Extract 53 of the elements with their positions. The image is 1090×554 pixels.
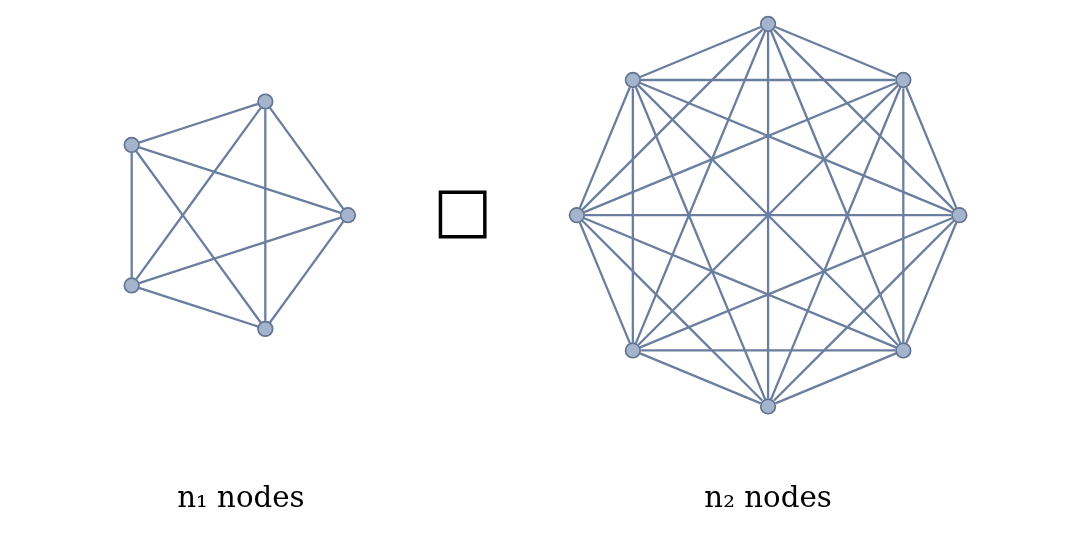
label: □ [432,172,492,246]
connector [581,29,763,211]
connector [640,349,895,352]
node-circle [339,207,356,224]
connector [772,219,955,402]
connector [582,81,897,214]
label: n₂ nodes [703,480,832,515]
node-circle [568,207,585,224]
connector [640,78,895,82]
node-circle [759,398,776,415]
node-circle [894,71,911,89]
node-circle [950,207,967,224]
connector [904,222,957,344]
connector [268,220,344,324]
node-circle [624,71,641,89]
connector [638,81,953,214]
connector [631,88,634,343]
connector [774,352,896,405]
connector [639,25,761,79]
connector [138,146,341,214]
connector [138,216,341,285]
node-circle [894,342,911,359]
connector [766,31,769,399]
connector [582,216,897,349]
connector [584,214,951,217]
node-circle [759,15,776,33]
connector [772,29,955,211]
connector [134,107,262,280]
node-circle [123,136,140,154]
connector [638,216,953,349]
connector [268,107,344,210]
connector [578,222,631,344]
connector [901,88,904,343]
connector [138,102,258,144]
connector [769,86,902,401]
connector [634,30,766,345]
connector [578,86,631,209]
node-circle [256,320,273,338]
connector [774,25,896,79]
connector [581,219,763,402]
connector [639,352,761,405]
connector [134,150,262,324]
connector [138,286,258,328]
connector [130,152,133,278]
connector [637,84,898,346]
connector [263,109,266,322]
connector [769,30,902,345]
connector [904,86,957,209]
node-circle [123,277,140,294]
connector [634,86,766,401]
node-circle [256,93,273,110]
label: n₁ nodes [176,480,305,515]
node-circle [624,342,641,359]
